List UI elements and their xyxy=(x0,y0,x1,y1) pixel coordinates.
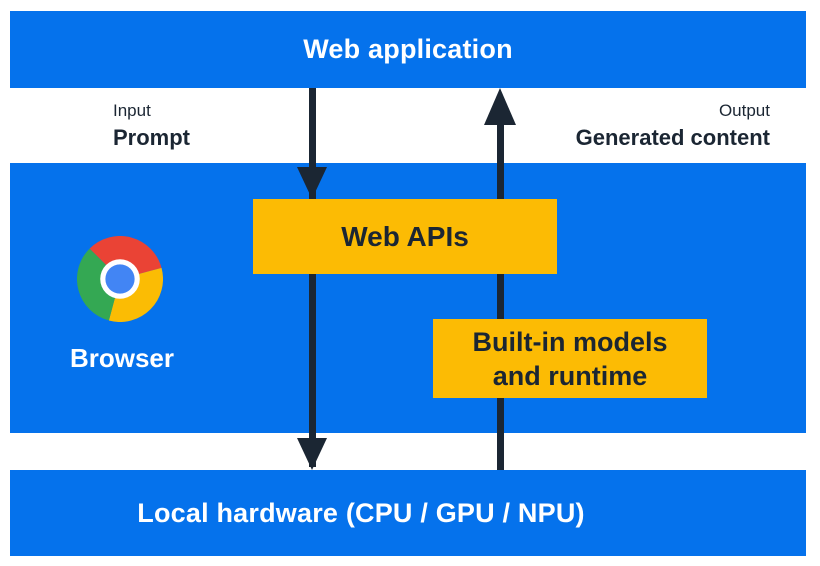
models-label-line2: and runtime xyxy=(492,360,648,391)
chrome-logo-icon xyxy=(77,236,163,322)
input-arrowhead-to-web-apis xyxy=(297,167,327,199)
input-label-group: Input Prompt xyxy=(113,100,190,152)
output-flow-arrow-line xyxy=(497,125,504,470)
output-value: Generated content xyxy=(575,125,770,151)
models-label-line1: Built-in models xyxy=(472,326,668,357)
chrome-logo-green-segment xyxy=(77,248,120,321)
built-in-models-box: Built-in models and runtime xyxy=(433,319,707,398)
input-value: Prompt xyxy=(113,125,190,151)
local-hardware-label: Local hardware (CPU / GPU / NPU) xyxy=(137,497,585,528)
web-apis-label: Web APIs xyxy=(341,220,469,252)
local-hardware-bar xyxy=(10,470,806,556)
output-title: Output xyxy=(718,101,770,120)
input-arrowhead-to-hardware xyxy=(297,438,327,470)
web-application-bar xyxy=(10,11,806,88)
browser-label: Browser xyxy=(69,343,175,373)
output-label-group: Output Generated content xyxy=(576,100,770,152)
chrome-logo-blue-center xyxy=(105,264,135,294)
chrome-logo-red-segment xyxy=(89,236,162,279)
output-arrowhead-to-web-application xyxy=(484,88,516,125)
web-apis-box: Web APIs xyxy=(253,199,557,274)
input-title: Input xyxy=(113,101,151,120)
input-flow-arrow-line xyxy=(309,88,316,467)
web-application-label: Web application xyxy=(303,34,513,64)
